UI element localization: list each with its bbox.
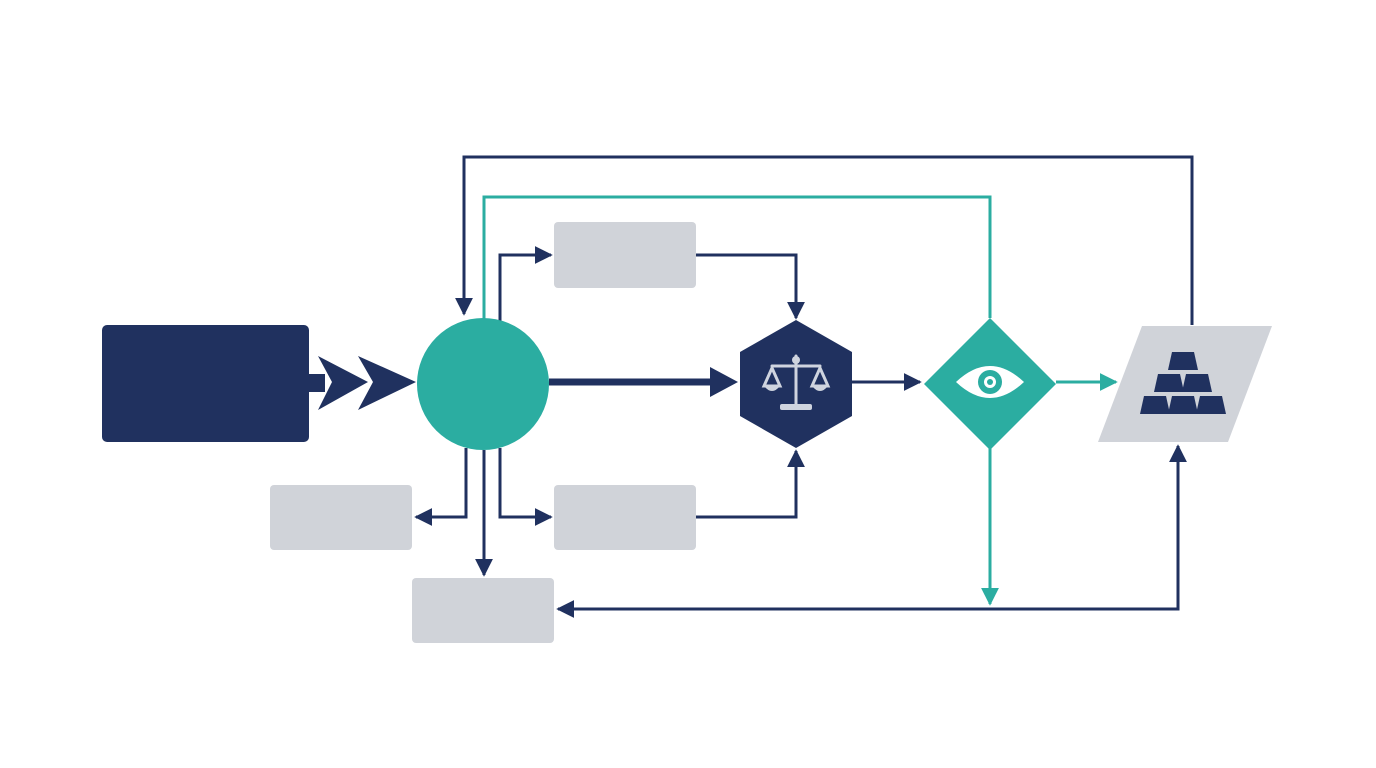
- box-left-lower: [270, 485, 412, 550]
- edge-bottom-route-to-parallelogram: [1000, 444, 1187, 611]
- edge-hub-to-box-middle-lower: [498, 448, 553, 526]
- box-bottom: [412, 578, 554, 643]
- edge-hub-to-hexagon-head: [710, 367, 738, 397]
- source-connector-bar: [305, 374, 325, 392]
- gold-bars-icon: [1140, 352, 1226, 414]
- edge-hub-to-box-left-lower: [414, 448, 468, 526]
- edge-box-top-to-hexagon: [696, 253, 805, 320]
- edge-hub-to-box-top: [498, 246, 553, 322]
- box-top: [554, 222, 696, 288]
- source-block: [102, 325, 309, 442]
- chevron-arrow-icon: [318, 356, 368, 410]
- hub-circle: [417, 318, 549, 450]
- edge-box-middle-lower-to-hexagon: [696, 449, 805, 519]
- loop-oversight-to-hub: [482, 195, 992, 320]
- connectors: [414, 155, 1194, 618]
- eye-icon: [956, 366, 1024, 398]
- chevron-arrow-icon: [358, 356, 416, 410]
- loop-reserve-to-hub: [455, 155, 1194, 325]
- box-middle-lower: [554, 485, 696, 550]
- scales-icon: [761, 354, 831, 410]
